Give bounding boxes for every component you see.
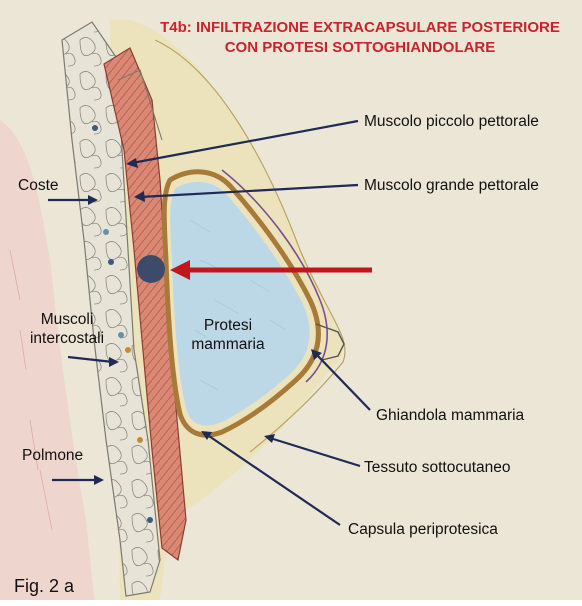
label-muscolo-grande-pettorale: Muscolo grande pettorale (364, 176, 539, 195)
figure-label: Fig. 2 a (14, 576, 74, 597)
bottom-border (0, 600, 582, 606)
title-line-2: CON PROTESI SOTTOGHIANDOLARE (150, 38, 570, 58)
label-ghiandola-mammaria: Ghiandola mammaria (376, 406, 524, 425)
label-coste: Coste (18, 176, 59, 195)
tumor-dot (137, 255, 165, 283)
label-protesi-line-1: Protesi (183, 316, 273, 335)
label-muscoli-line-2: intercostali (22, 329, 112, 348)
title-line-1: T4b: INFILTRAZIONE EXTRACAPSULARE POSTER… (150, 18, 570, 38)
label-protesi-mammaria: Protesi mammaria (183, 316, 273, 354)
label-polmone: Polmone (22, 446, 83, 465)
diagram-title: T4b: INFILTRAZIONE EXTRACAPSULARE POSTER… (150, 18, 570, 58)
label-muscoli-intercostali: Muscoli intercostali (22, 310, 112, 348)
label-muscoli-line-1: Muscoli (22, 310, 112, 329)
label-capsula-periprotesica: Capsula periprotesica (348, 520, 498, 539)
label-protesi-line-2: mammaria (183, 335, 273, 354)
label-tessuto-sottocutaneo: Tessuto sottocutaneo (364, 458, 511, 477)
label-muscolo-piccolo-pettorale: Muscolo piccolo pettorale (364, 112, 539, 131)
